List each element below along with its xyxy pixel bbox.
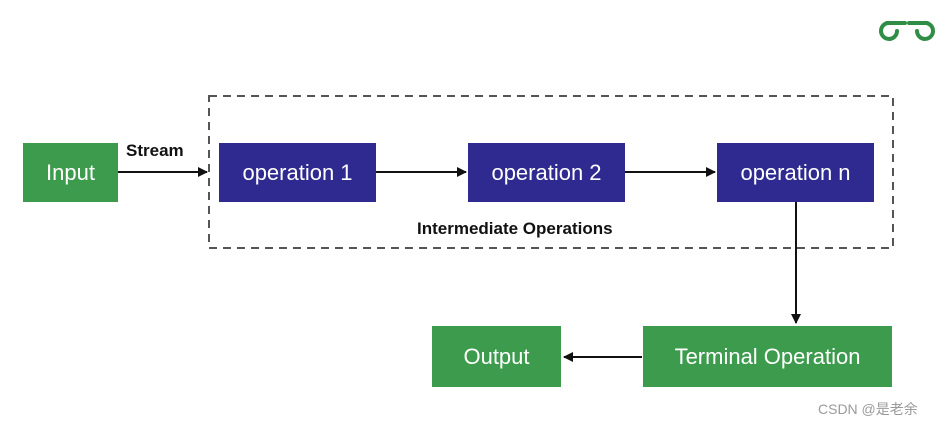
output-node: Output (432, 326, 561, 387)
intermediate-operations-label: Intermediate Operations (417, 219, 613, 238)
operation-1-label: operation 1 (242, 159, 353, 185)
csdn-watermark: CSDN @是老余 (818, 401, 918, 417)
input-label: Input (46, 159, 95, 185)
output-label: Output (463, 343, 530, 369)
input-node: Input (23, 143, 118, 202)
operation-2-label: operation 2 (491, 159, 602, 185)
stream-label: Stream (126, 141, 184, 160)
gfg-logo (879, 20, 935, 41)
terminal-operation-node: Terminal Operation (643, 326, 892, 387)
terminal-operation-label: Terminal Operation (674, 343, 861, 369)
operation-n-node: operation n (717, 143, 874, 202)
intermediate-group-border (208, 95, 894, 249)
operation-1-node: operation 1 (219, 143, 376, 202)
operation-n-label: operation n (740, 159, 851, 185)
operation-2-node: operation 2 (468, 143, 625, 202)
